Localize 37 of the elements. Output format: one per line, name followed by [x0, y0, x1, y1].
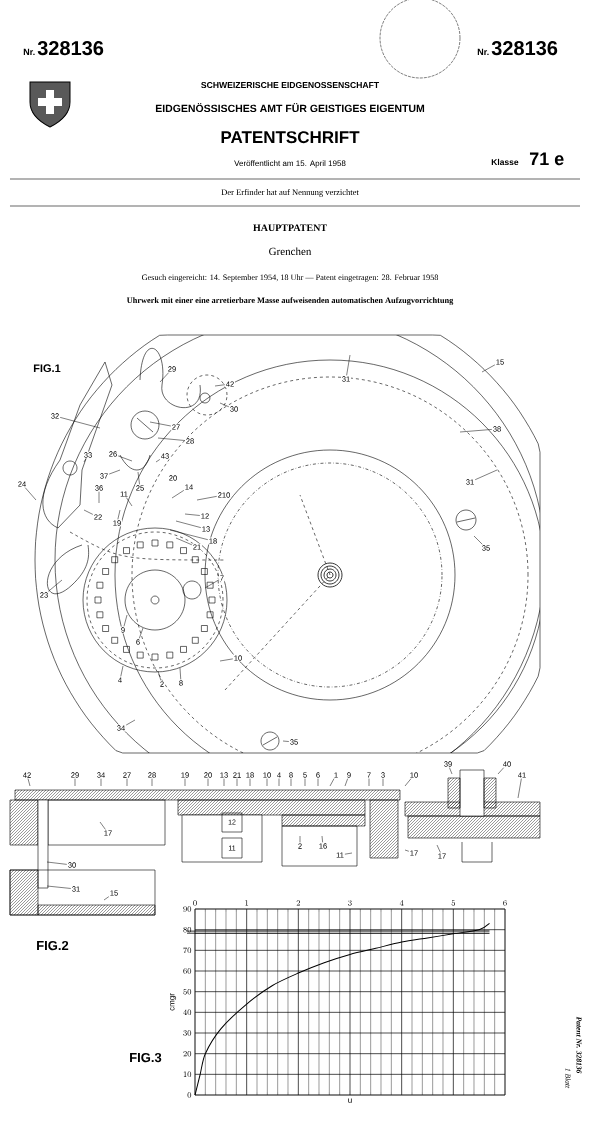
y-tick-label: 70 — [183, 947, 192, 954]
date-text: Gesuch eingereicht: 14. September 1954, 18 Uhr — Patent eingetragen: 28. Februar 1958 — [141, 274, 439, 282]
x-tick-label: 4 — [399, 900, 404, 906]
place-text: Grenchen — [269, 247, 312, 256]
y-tick-label: 0 — [187, 1092, 192, 1098]
x-tick-label: 6 — [503, 900, 507, 906]
x-tick-label: 3 — [348, 900, 352, 906]
figure-label: FIG.2 — [37, 940, 69, 951]
x-tick-label: 5 — [451, 900, 456, 906]
y-tick-label: 60 — [183, 968, 192, 974]
y-tick-label: 30 — [183, 1030, 192, 1036]
y-tick-label: 50 — [183, 988, 192, 995]
number-prefix: Nr. — [23, 48, 35, 55]
y-axis-title: cmgr — [170, 993, 177, 1011]
figure-label: FIG.1 — [33, 364, 61, 373]
x-tick-label: 2 — [296, 900, 301, 906]
heading: SCHWEIZERISCHE EIDGENOSSENSCHAFT — [201, 82, 379, 89]
figure-label: FIG.3 — [130, 1052, 162, 1063]
y-tick-label: 80 — [183, 926, 192, 933]
x-tick-label: 1 — [245, 900, 249, 906]
class-number: 71 e — [529, 152, 564, 166]
class-label: Klasse — [491, 158, 519, 166]
date-text: Veröffentlicht am 15. April 1958 — [234, 160, 346, 168]
y-tick-label: 10 — [183, 1071, 192, 1078]
x-axis-title: u — [348, 1098, 352, 1103]
y-tick-label: 20 — [183, 1050, 192, 1057]
title: PATENTSCHRIFT — [221, 131, 360, 144]
note-text: Der Erfinder hat auf Nennung verzichtet — [221, 189, 359, 197]
x-tick-label: 0 — [193, 900, 197, 906]
number-prefix: Nr. — [477, 48, 489, 55]
y-tick-label: 90 — [183, 906, 192, 912]
heading: HAUPTPATENT — [253, 224, 327, 232]
y-tick-label: 40 — [183, 1009, 192, 1016]
patent-number: 328136 — [491, 41, 558, 56]
heading: EIDGENÖSSISCHES AMT FÜR GEISTIGES EIGENTUM — [155, 103, 425, 113]
patent-number: 328136 — [37, 41, 104, 56]
heading: Uhrwerk mit einer eine arretierbare Masse aufweisenden automatischen Aufzugvorrichtung — [126, 297, 454, 305]
